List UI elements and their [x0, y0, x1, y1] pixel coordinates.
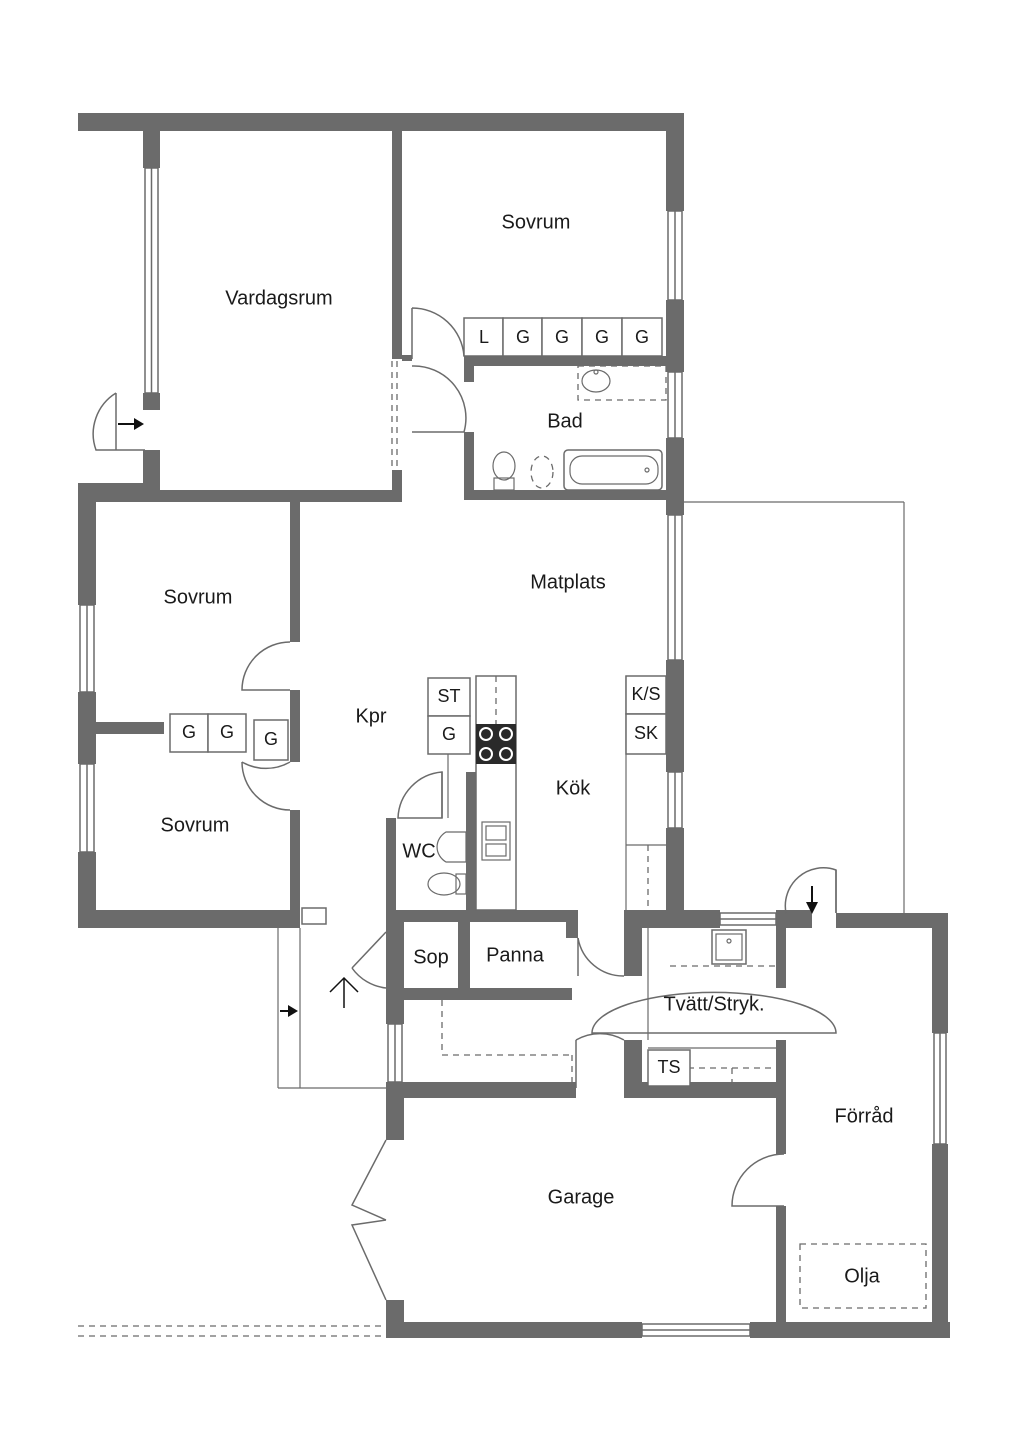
bidet-icon	[530, 455, 554, 489]
room-label-olja: Olja	[844, 1265, 880, 1287]
room-label-vardagsrum: Vardagsrum	[225, 287, 332, 309]
room-labels: Vardagsrum Sovrum Bad Sovrum Matplats Kp…	[161, 211, 894, 1287]
walls	[78, 113, 950, 1338]
stove-icon	[476, 724, 516, 764]
entrance-arrow-icon	[329, 976, 359, 1008]
laundry-label-ts: TS	[657, 1057, 680, 1077]
wc-fixtures	[427, 831, 467, 896]
door-arrow-icon	[280, 1005, 298, 1017]
bathroom-fixtures	[492, 369, 663, 491]
room-label-sop: Sop	[413, 946, 449, 968]
wardrobe-label-g: G	[220, 722, 234, 742]
kitchen-label-ks: K/S	[631, 684, 660, 704]
wardrobe-label-g: G	[555, 327, 569, 347]
room-label-kpr: Kpr	[355, 705, 386, 727]
kitchen-fixtures: ST G K/S SK	[427, 675, 667, 911]
windows	[79, 167, 947, 1337]
room-label-kok: Kök	[556, 777, 591, 799]
wardrobe-bedrooms-left: G G G	[169, 713, 289, 761]
wardrobe-label-g: G	[516, 327, 530, 347]
wardrobe-label-g: G	[264, 729, 278, 749]
room-label-panna: Panna	[486, 944, 545, 966]
wardrobe-label-g: G	[595, 327, 609, 347]
doors	[92, 307, 837, 1301]
sink-icon	[581, 369, 611, 393]
room-label-matplats: Matplats	[530, 571, 606, 593]
kitchen-label-st: ST	[437, 686, 460, 706]
room-label-wc: WC	[402, 840, 435, 862]
dashed-lines	[78, 361, 927, 1337]
kitchen-label-g: G	[442, 724, 456, 744]
wardrobe-label-g: G	[635, 327, 649, 347]
door-arrows	[118, 418, 818, 1017]
room-label-bad: Bad	[547, 410, 583, 432]
door-arrow-icon	[806, 886, 818, 914]
room-label-tvatt: Tvätt/Stryk.	[663, 993, 764, 1015]
wardrobe-bedroom-top: L G G G G	[463, 317, 663, 357]
room-label-garage: Garage	[548, 1186, 615, 1208]
wardrobe-label-l: L	[479, 327, 489, 347]
toilet-icon	[492, 451, 516, 491]
door-arrow-icon	[118, 418, 144, 430]
room-label-forrad: Förråd	[835, 1105, 894, 1127]
toilet-icon	[427, 872, 467, 896]
room-label-sovrum-left-top: Sovrum	[164, 586, 233, 608]
sink-icon	[481, 821, 511, 861]
kitchen-label-sk: SK	[634, 723, 658, 743]
room-label-sovrum-left-bottom: Sovrum	[161, 814, 230, 836]
laundry-fixtures: TS	[647, 929, 747, 1087]
wardrobe-label-g: G	[182, 722, 196, 742]
room-label-sovrum-top: Sovrum	[502, 211, 571, 233]
